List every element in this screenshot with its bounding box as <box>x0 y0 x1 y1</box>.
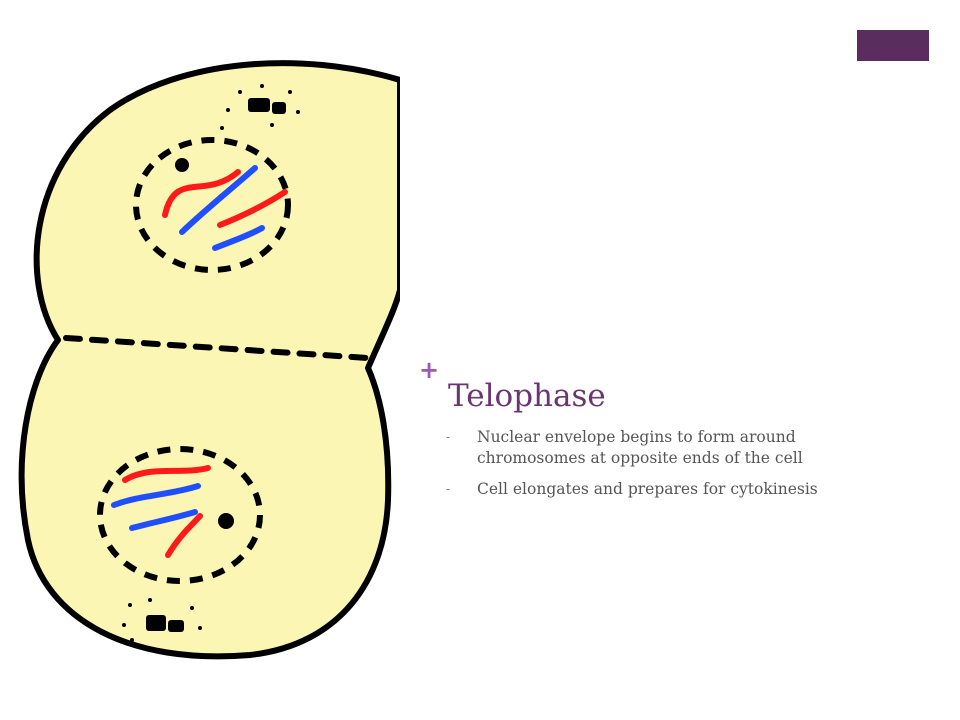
bullet-item: - Nuclear envelope begins to form around… <box>446 427 866 469</box>
upper-chromosome-blue-2 <box>212 225 265 251</box>
accent-corner-block <box>857 30 929 61</box>
upper-centrosome <box>220 84 300 130</box>
upper-nucleus <box>133 137 291 273</box>
lower-centrosome <box>122 598 202 642</box>
cell-plate-dashed-line <box>63 335 371 361</box>
dash-bullet-icon: - <box>446 430 451 444</box>
telophase-cell-diagram <box>18 60 400 660</box>
lower-chromosome-blue-1 <box>111 483 201 508</box>
cell-membrane <box>18 60 400 660</box>
dash-bullet-icon: - <box>446 482 451 496</box>
slide-title: Telophase <box>448 378 606 414</box>
bullet-text: Nuclear envelope begins to form around c… <box>477 428 803 467</box>
upper-nuclear-envelope <box>133 137 291 273</box>
lower-chromosome-blue-2 <box>129 509 198 531</box>
bullet-list: - Nuclear envelope begins to form around… <box>446 427 866 510</box>
lower-nucleolus <box>218 513 234 529</box>
upper-chromosome-red-2 <box>217 189 288 228</box>
lower-nucleus <box>97 446 263 584</box>
lower-chromosome-red-1 <box>122 465 211 483</box>
upper-chromosome-blue-1 <box>179 165 258 235</box>
lower-nuclear-envelope <box>97 446 263 584</box>
bullet-text: Cell elongates and prepares for cytokine… <box>477 480 818 498</box>
plus-bullet-icon: + <box>419 356 440 384</box>
lower-chromosome-red-2 <box>165 513 203 558</box>
upper-chromosome-red-1 <box>162 169 241 218</box>
bullet-item: - Cell elongates and prepares for cytoki… <box>446 479 866 500</box>
upper-nucleolus <box>175 158 189 172</box>
